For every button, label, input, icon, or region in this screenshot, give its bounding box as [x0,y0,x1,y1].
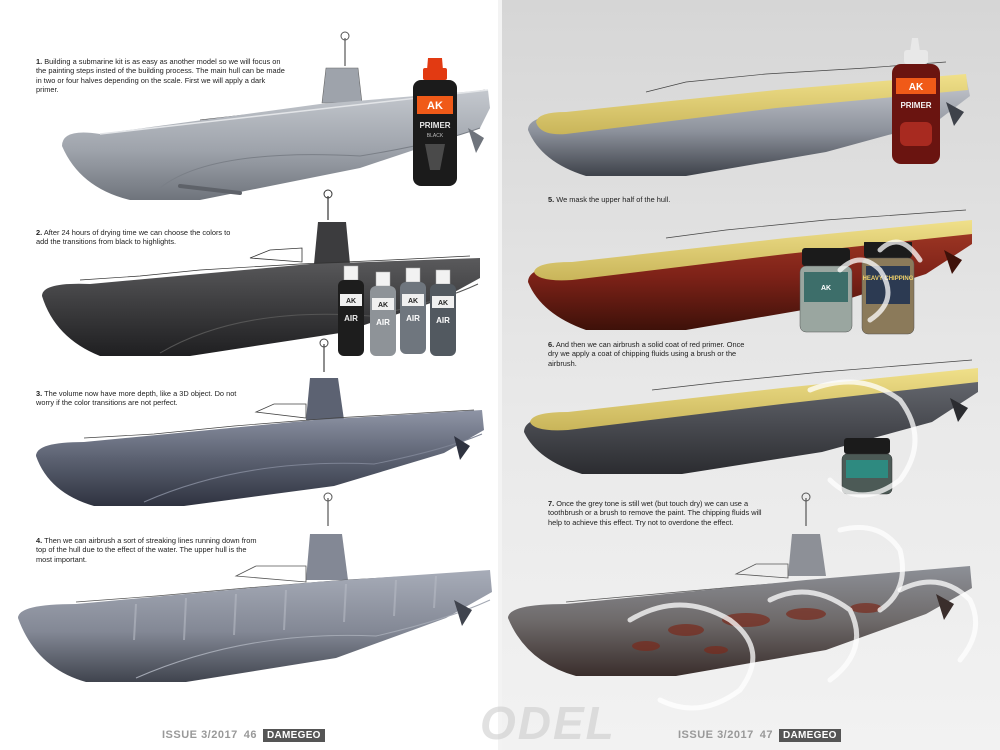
primer-black-sub: BLACK [427,133,444,139]
air-bottle-4-label: AIR [436,316,450,325]
submarine-step-5 [526,42,986,182]
footer-left: ISSUE 3/2017 46 DAMEGEO [162,728,325,742]
submarine-step-7 [506,490,976,690]
footer-right-brand: DAMEGEO [778,728,841,742]
primer-red-label: PRIMER [900,101,931,110]
air-bottle-3-label: AIR [406,314,420,323]
primer-black-brand: AK [427,100,443,112]
submarine-step-6 [526,190,986,350]
footer-left-page: 46 [243,729,257,741]
air-bottle-1-brand: AK [346,298,356,305]
step-5-text: 5. We mask the upper half of the hull. [548,195,671,204]
primer-red-brand: AK [909,82,924,93]
step-4-text: 4. Then we can airbrush a sort of streak… [36,536,257,564]
footer-right-issue: ISSUE 3/2017 [678,729,754,741]
right-page: AK PRIMER 5. We mask the upper half of t… [502,0,1000,750]
chipping-jars: AK HEAVY CHIPPING [796,240,926,347]
watermark-text: ODEL [480,697,616,749]
step-7-text: 7. Once the grey tone is still wet (but … [548,499,762,527]
air-bottles-group: AK AIR AK AIR AK AIR AK [336,262,460,362]
submarine-step-4 [16,490,496,690]
page-gutter [498,0,502,750]
step-6-text: 6. And then we can airbrush a solid coat… [548,340,745,368]
air-bottle-4-brand: AK [438,300,448,307]
air-bottle-2-brand: AK [378,302,388,309]
left-page: 1. Building a submarine kit is as easy a… [0,0,498,750]
footer-right: ISSUE 3/2017 47 DAMEGEO [678,728,841,742]
air-bottle-1-label: AIR [344,314,358,323]
submarine-step-3 [34,338,489,513]
step-3-text: 3. The volume now have more depth, like … [36,389,237,408]
submarine-step-6b [522,340,992,480]
submarine-step-2 [40,188,490,368]
air-bottle-3-brand: AK [408,298,418,305]
air-bottle-2-label: AIR [376,318,390,327]
primer-red-bottle: AK PRIMER [888,38,948,173]
footer-right-page: 47 [759,729,773,741]
step-1-text: 1. Building a submarine kit is as easy a… [36,57,285,94]
footer-left-brand: DAMEGEO [262,728,325,742]
primer-black-label: PRIMER [419,121,450,130]
primer-black-bottle: AK PRIMER BLACK [410,58,460,193]
footer-left-issue: ISSUE 3/2017 [162,729,238,741]
step-2-text: 2. After 24 hours of drying time we can … [36,228,231,247]
heavy-chipping-label: HEAVY CHIPPING [863,276,914,282]
chipping-jar-1-brand: AK [821,285,831,292]
